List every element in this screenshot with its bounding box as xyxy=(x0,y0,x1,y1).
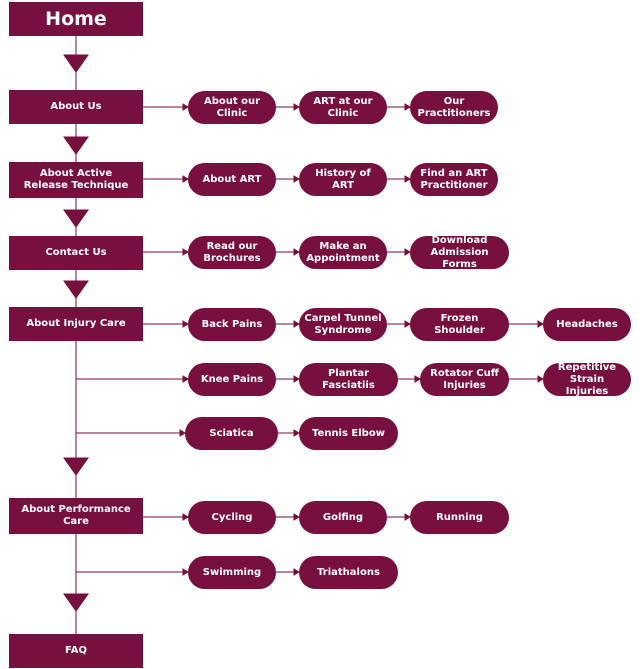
our-practitioners-node[interactable]: Our Practitioners xyxy=(410,91,498,124)
home-node[interactable]: Home xyxy=(9,2,143,36)
read-brochures-node[interactable]: Read our Brochures xyxy=(188,236,276,269)
running-node[interactable]: Running xyxy=(410,501,509,534)
down-arrow xyxy=(63,136,89,155)
injury-care-node[interactable]: About Injury Care xyxy=(9,307,143,341)
download-admission-forms-node[interactable]: Download Admission Forms xyxy=(410,235,509,270)
tennis-elbow-node[interactable]: Tennis Elbow xyxy=(299,417,398,450)
down-arrow xyxy=(63,457,89,476)
make-appointment-node[interactable]: Make an Appointment xyxy=(299,236,387,269)
about-our-clinic-node[interactable]: About our Clinic xyxy=(188,91,276,124)
sciatica-node[interactable]: Sciatica xyxy=(185,417,278,450)
repetitive-strain-node[interactable]: Repetitive Strain Injuries xyxy=(543,362,631,397)
rotator-cuff-node[interactable]: Rotator Cuff Injuries xyxy=(420,363,509,396)
frozen-shoulder-node[interactable]: Frozen Shoulder xyxy=(410,308,509,341)
history-of-art-node[interactable]: History of ART xyxy=(299,163,387,196)
plantar-fasciatiis-node[interactable]: Plantar Fasciatiis xyxy=(299,363,398,396)
headaches-node[interactable]: Headaches xyxy=(543,308,631,341)
about-art-node[interactable]: About ART xyxy=(188,163,276,196)
down-arrow xyxy=(63,280,89,299)
about-us-node[interactable]: About Us xyxy=(9,90,143,124)
performance-care-node[interactable]: About Performance Care xyxy=(9,498,143,534)
art-at-our-clinic-node[interactable]: ART at our Clinic xyxy=(299,91,387,124)
down-arrow xyxy=(63,209,89,228)
down-arrow xyxy=(63,54,89,73)
carpel-tunnel-node[interactable]: Carpel Tunnel Syndrome xyxy=(299,308,387,341)
faq-node[interactable]: FAQ xyxy=(9,634,143,668)
back-pains-node[interactable]: Back Pains xyxy=(188,308,276,341)
find-art-practitioner-node[interactable]: Find an ART Practitioner xyxy=(410,163,498,196)
swimming-node[interactable]: Swimming xyxy=(188,556,276,589)
triathalons-node[interactable]: Triathalons xyxy=(299,556,398,589)
down-arrow xyxy=(63,593,89,612)
contact-us-node[interactable]: Contact Us xyxy=(9,236,143,270)
about-art-technique-node[interactable]: About Active Release Technique xyxy=(9,162,143,198)
cycling-node[interactable]: Cycling xyxy=(188,501,276,534)
golfing-node[interactable]: Golfing xyxy=(299,501,387,534)
knee-pains-node[interactable]: Knee Pains xyxy=(188,363,276,396)
